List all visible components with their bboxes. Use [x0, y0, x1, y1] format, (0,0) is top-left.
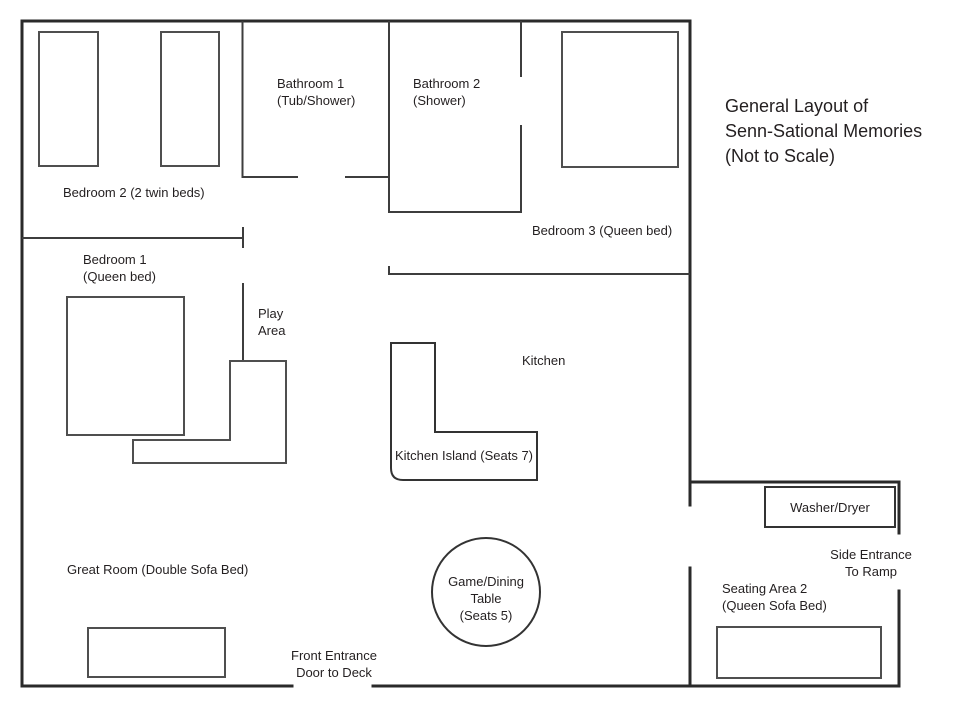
plan-title-line: General Layout of [725, 96, 869, 116]
label-bedroom-1: Bedroom 1 (Queen bed) [83, 251, 156, 285]
label-line: Washer/Dryer [790, 500, 870, 515]
plan-title-line: Senn-Sational Memories [725, 121, 923, 141]
label-line: (Shower) [413, 93, 466, 108]
twin-bed-1 [38, 31, 99, 167]
dining-table-circle [431, 537, 541, 647]
label-line: (Queen Sofa Bed) [722, 598, 827, 613]
label-side-entrance: Side Entrance To Ramp [821, 546, 921, 580]
furniture [38, 31, 882, 679]
label-line: (Seats 5) [459, 608, 513, 623]
label-line: Game/Dining [448, 574, 524, 589]
label-bathroom-2: Bathroom 2 (Shower) [413, 75, 480, 109]
label-line: (Tub/Shower) [277, 93, 356, 108]
plan-title-line: (Not to Scale) [725, 146, 836, 166]
plan-title: General Layout of Senn-Sational Memories… [725, 94, 922, 169]
label-line: Bedroom 1 [83, 252, 147, 267]
interior-walls [22, 21, 690, 361]
label-line: Side Entrance [830, 547, 912, 562]
label-line: Bathroom 1 [277, 76, 345, 91]
label-line: Great Room (Double Sofa Bed) [67, 562, 249, 577]
label-bedroom-3: Bedroom 3 (Queen bed) [532, 222, 672, 239]
label-game-table: Game/Dining Table (Seats 5) [431, 573, 541, 624]
label-line: Kitchen Island (Seats 7) [394, 448, 534, 463]
washer-dryer-box [764, 486, 896, 528]
seating-area2-sofa [716, 626, 882, 679]
label-line: Play [258, 306, 284, 321]
label-line: Bedroom 3 (Queen bed) [532, 223, 673, 238]
label-play-area: Play Area [258, 305, 285, 339]
kitchen-island-counter [390, 342, 538, 481]
label-great-room: Great Room (Double Sofa Bed) [67, 561, 248, 578]
label-front-entrance: Front Entrance Door to Deck [284, 647, 384, 681]
label-kitchen-island: Kitchen Island (Seats 7) [391, 447, 537, 464]
label-bathroom-1: Bathroom 1 (Tub/Shower) [277, 75, 355, 109]
queen-bed-bedroom3 [561, 31, 679, 168]
great-room-sofa [87, 627, 226, 678]
label-line: Table [470, 591, 502, 606]
label-line: Kitchen [522, 353, 566, 368]
label-line: (Queen bed) [83, 269, 156, 284]
great-room-step [132, 360, 287, 464]
queen-bed-bedroom1 [66, 296, 185, 436]
label-line: Bedroom 2 (2 twin beds) [63, 185, 205, 200]
outer-walls [20, 19, 901, 688]
label-line: Area [258, 323, 286, 338]
label-line: Seating Area 2 [722, 581, 808, 596]
label-washer-dryer: Washer/Dryer [765, 499, 895, 516]
label-seating-area-2: Seating Area 2 (Queen Sofa Bed) [722, 580, 827, 614]
label-line: Bathroom 2 [413, 76, 481, 91]
fixtures [390, 342, 896, 647]
label-line: Front Entrance [291, 648, 377, 663]
label-bedroom-2: Bedroom 2 (2 twin beds) [63, 184, 205, 201]
label-kitchen: Kitchen [522, 352, 565, 369]
label-line: To Ramp [844, 564, 898, 579]
twin-bed-2 [160, 31, 220, 167]
label-line: Door to Deck [296, 665, 372, 680]
